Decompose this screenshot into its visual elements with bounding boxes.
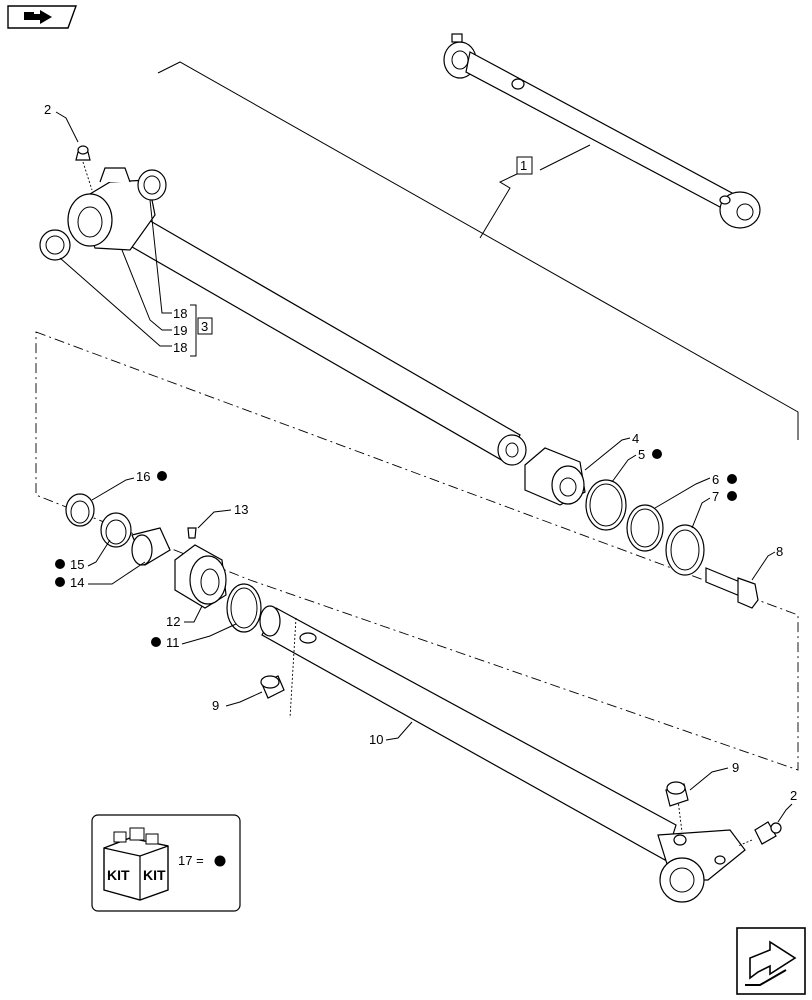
filled-circle-bullet-icon: [151, 637, 161, 647]
callout-13[interactable]: 13: [234, 502, 248, 517]
callout-3[interactable]: 3: [201, 319, 208, 334]
seal-ring-6: [626, 504, 664, 552]
filled-circle-bullet-icon: [55, 577, 65, 587]
callout-6[interactable]: 6: [712, 472, 719, 487]
kit-box-icon: KIT KIT: [103, 827, 169, 901]
seal-ring-5: [585, 479, 627, 531]
callout-4[interactable]: 4: [632, 431, 639, 446]
callout-8[interactable]: 8: [776, 544, 783, 559]
filled-circle-bullet-icon: [214, 855, 226, 867]
callout-1[interactable]: 1: [520, 158, 527, 173]
bolt-8: [705, 567, 759, 609]
callout-7[interactable]: 7: [712, 489, 719, 504]
kit-legend: KIT KIT 17 =: [91, 814, 241, 912]
callout-9-right[interactable]: 9: [732, 760, 739, 775]
filled-circle-bullet-icon: [652, 449, 662, 459]
callout-2-bottom[interactable]: 2: [790, 788, 797, 803]
assembly-leader-line: [479, 173, 518, 239]
exploded-view-outline: [35, 331, 799, 771]
assembly-leader-line: [539, 144, 591, 171]
svg-text:KIT: KIT: [143, 867, 166, 883]
piston-rod-drawing: [39, 145, 527, 466]
piston-drawing: [524, 447, 586, 506]
callout-16[interactable]: 16: [136, 469, 150, 484]
callout-19[interactable]: 19: [173, 323, 187, 338]
callout-9-left[interactable]: 9: [212, 698, 219, 713]
filled-circle-bullet-icon: [157, 471, 167, 481]
filled-circle-bullet-icon: [55, 559, 65, 569]
wear-ring-7: [665, 524, 705, 576]
cylinder-barrel-drawing: [259, 605, 746, 903]
callout-5[interactable]: 5: [638, 447, 645, 462]
assembly-leader-line: [157, 61, 799, 440]
filled-circle-bullet-icon: [727, 491, 737, 501]
assembled-cylinder-drawing: [443, 33, 761, 229]
callout-10[interactable]: 10: [369, 732, 383, 747]
callout-18-lower[interactable]: 18: [173, 340, 187, 355]
gland-12: [174, 527, 227, 609]
filled-circle-bullet-icon: [727, 474, 737, 484]
next-page-arrow-icon[interactable]: [736, 927, 806, 995]
page-back-arrow-icon[interactable]: [7, 5, 77, 29]
callout-2-top[interactable]: 2: [44, 102, 51, 117]
callout-box-3: [197, 317, 213, 335]
svg-text:KIT: KIT: [107, 867, 130, 883]
callout-box-1: [516, 156, 533, 175]
callout-12[interactable]: 12: [166, 614, 180, 629]
seal-16: [65, 493, 95, 527]
kit-legend-text: 17 =: [178, 853, 204, 868]
callout-14[interactable]: 14: [70, 575, 84, 590]
seal-15: [100, 512, 132, 548]
o-ring-11: [226, 583, 262, 633]
screw-9-upper: [665, 781, 689, 807]
callout-15[interactable]: 15: [70, 557, 84, 572]
grease-fitting-2: [754, 821, 782, 845]
screw-9-lower: [260, 675, 285, 699]
callout-11[interactable]: 11: [166, 635, 180, 650]
callout-18-upper[interactable]: 18: [173, 306, 187, 321]
